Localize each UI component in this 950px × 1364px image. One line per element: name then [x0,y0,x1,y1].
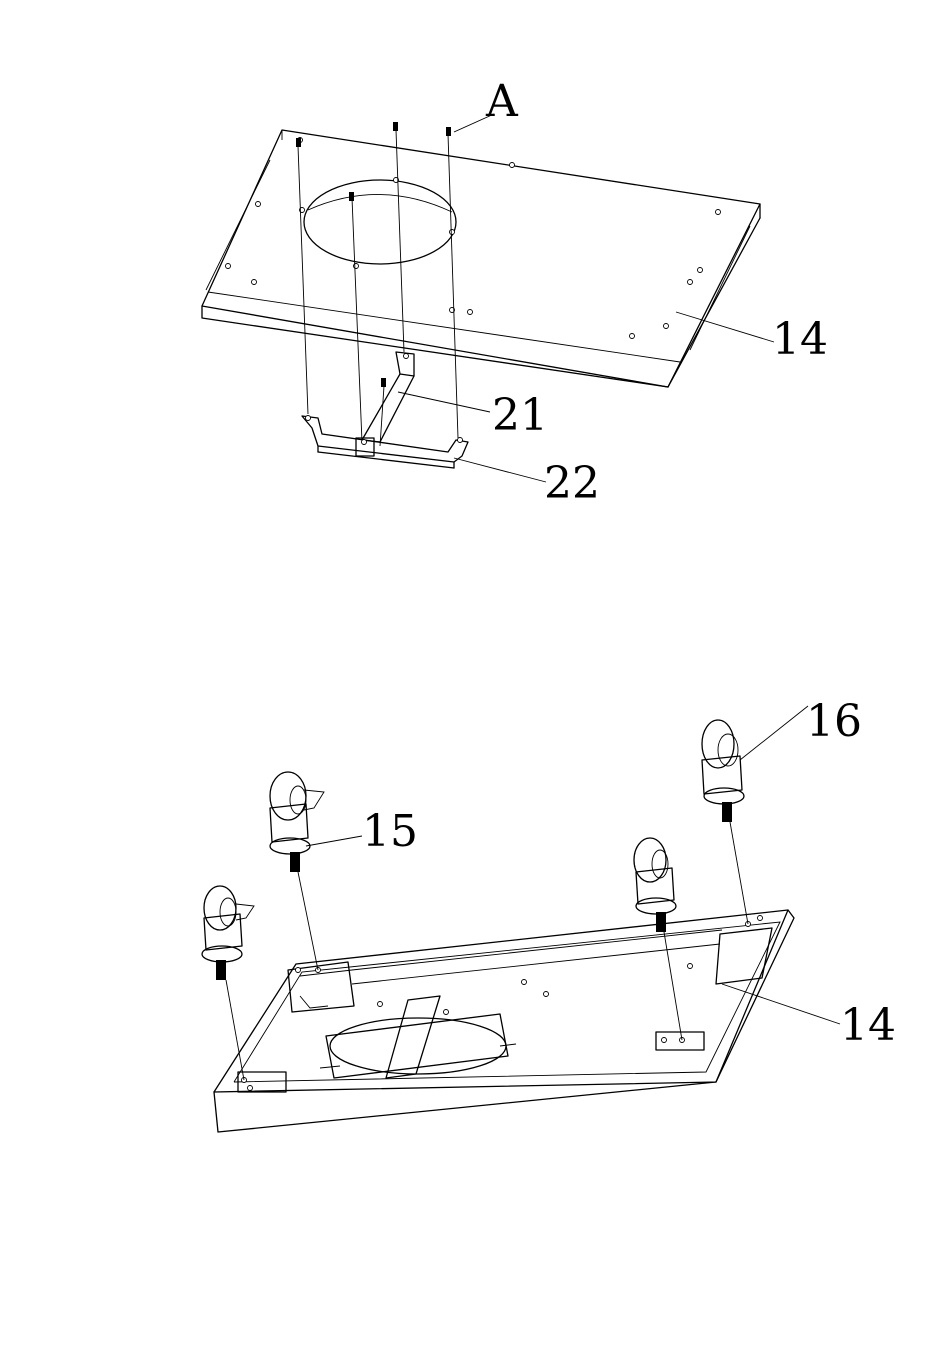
top-plate-holes [226,138,721,339]
fan-housing [326,1014,508,1078]
bracket-base-rail [302,416,468,462]
top-plate-surface [202,130,760,387]
top-plate-assembly [202,114,774,482]
label-top-plate: 14 [772,314,828,365]
caster-rear-right [702,720,748,924]
caster-front-left [202,886,254,1080]
label-bottom-plate: 14 [840,1000,896,1051]
bottom-plate-tray [214,910,788,1092]
bracket-assembly [302,352,468,468]
label-caster-front: 15 [362,806,418,857]
bottom-plate-assembly [202,706,840,1132]
label-bracket: 21 [492,390,548,441]
label-detail-a: A [485,76,519,127]
caster-front-middle [270,772,324,970]
label-bracket-base: 22 [544,458,600,509]
label-caster-rear: 16 [806,696,862,747]
fastening-screws [296,122,458,446]
top-plate-opening [304,180,456,264]
